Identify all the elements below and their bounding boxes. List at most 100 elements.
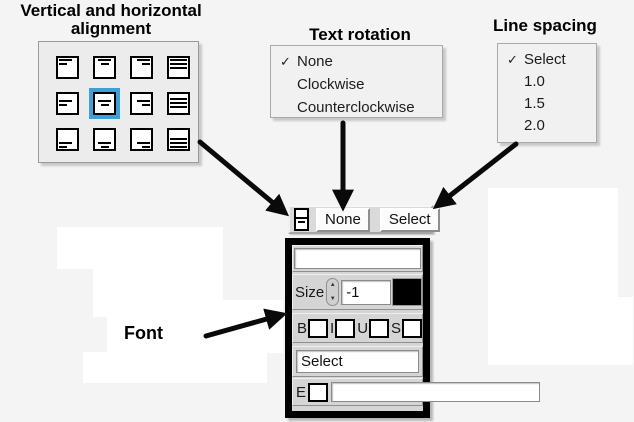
align-bar [100, 145, 109, 148]
example-input[interactable] [331, 382, 541, 402]
align-option-middle-left[interactable] [56, 91, 79, 115]
size-row: Size ▲ ▼ [292, 274, 423, 310]
align-option-bottom-center[interactable] [93, 127, 116, 151]
line-spacing-title: Line spacing [493, 16, 597, 35]
style-u-label: U [357, 319, 369, 337]
menu-item-label: Counterclockwise [297, 99, 415, 116]
spinner-up-icon[interactable]: ▲ [329, 282, 336, 288]
style-s-label: S [391, 319, 402, 337]
align-bar [100, 62, 109, 65]
align-bar [170, 58, 187, 61]
menu-item-label: 2.0 [524, 117, 545, 134]
align-option-bottom-justify[interactable] [167, 127, 190, 151]
align-bar [142, 145, 150, 148]
align-bar [98, 58, 111, 61]
background-patch [488, 297, 633, 365]
menu-item-label: Clockwise [297, 76, 365, 93]
color-swatch[interactable] [393, 279, 421, 305]
spacing-item-2-0[interactable]: 2.0 [498, 115, 596, 137]
e-checkbox[interactable] [308, 382, 329, 402]
align-cell [49, 49, 86, 85]
spinner-down-icon[interactable]: ▼ [329, 296, 336, 302]
font-select-field[interactable]: Select [296, 350, 419, 373]
align-option-top-left[interactable] [56, 55, 79, 79]
align-bar [59, 100, 72, 102]
style-s-checkbox[interactable] [402, 318, 423, 338]
spacing-item-1-5[interactable]: 1.5 [498, 93, 596, 115]
align-bar [98, 100, 111, 102]
align-bar [98, 141, 111, 144]
style-u-checkbox[interactable] [369, 318, 390, 338]
align-bar [170, 137, 187, 140]
align-cell [123, 121, 160, 157]
align-cell [49, 121, 86, 157]
background-patch [488, 188, 618, 297]
align-option-top-justify[interactable] [167, 55, 190, 79]
align-cell [160, 85, 197, 121]
menu-item-label: 1.5 [524, 95, 545, 112]
align-cell [160, 121, 197, 157]
align-bar [170, 145, 187, 148]
align-bar [137, 141, 150, 144]
align-option-top-center[interactable] [93, 55, 116, 79]
align-cell [86, 85, 123, 121]
text-input[interactable] [294, 248, 421, 269]
size-input[interactable] [341, 279, 392, 305]
align-option-bottom-left[interactable] [56, 127, 79, 151]
rotation-item-none[interactable]: ✓None [271, 51, 442, 74]
check-icon: ✓ [507, 52, 518, 67]
align-bar [170, 106, 187, 108]
align-option-middle-right[interactable] [130, 91, 153, 115]
align-bar [59, 141, 72, 144]
style-i-label: I [330, 319, 335, 337]
align-bar [137, 58, 150, 61]
align-option-bottom-right[interactable] [130, 127, 153, 151]
size-spinner[interactable]: ▲ ▼ [326, 278, 340, 306]
align-cell [160, 49, 197, 85]
align-bar [59, 104, 67, 106]
e-label: E [296, 383, 307, 401]
style-b-checkbox[interactable] [308, 318, 329, 338]
alignment-button[interactable] [294, 208, 309, 231]
spacing-item-select[interactable]: ✓ Select [498, 49, 596, 71]
font-name-row: Select [292, 346, 423, 377]
arrow-alignment [197, 139, 290, 217]
align-bar [142, 62, 150, 65]
align-bar [170, 141, 187, 144]
font-label: Font [124, 323, 163, 343]
align-cell [123, 49, 160, 85]
line-spacing-menu: ✓ Select 1.0 1.5 2.0 [497, 43, 597, 143]
align-bar [142, 104, 150, 106]
background-patch [83, 352, 267, 383]
spacing-item-1-0[interactable]: 1.0 [498, 71, 596, 93]
text-row [292, 245, 423, 272]
alignment-grid [38, 41, 199, 163]
style-i-checkbox[interactable] [335, 318, 356, 338]
spacing-dropdown-button[interactable]: Select [379, 207, 440, 232]
check-icon: ✓ [280, 54, 291, 69]
align-bar [59, 62, 67, 65]
align-bar [170, 98, 187, 100]
align-cell [49, 85, 86, 121]
rotation-dropdown-button[interactable]: None [316, 207, 370, 232]
align-option-middle-center[interactable] [93, 91, 116, 115]
align-bar [59, 58, 72, 61]
size-label: Size [295, 283, 325, 301]
align-bar [137, 100, 150, 102]
rotation-item-counterclockwise[interactable]: Counterclockwise [271, 97, 442, 120]
align-bar [170, 66, 187, 69]
menu-item-label: 1.0 [524, 73, 545, 90]
alignment-title: Vertical and horizontal alignment [20, 1, 202, 38]
align-option-top-right[interactable] [130, 55, 153, 79]
align-bar [59, 145, 67, 148]
text-rotation-title: Text rotation [309, 25, 411, 44]
menu-item-label: Select [524, 51, 566, 68]
example-row: E [292, 378, 541, 406]
background-patch [57, 227, 223, 269]
align-cell [86, 49, 123, 85]
align-bar [170, 102, 187, 104]
align-option-middle-justify[interactable] [167, 91, 190, 115]
rotation-item-clockwise[interactable]: Clockwise [271, 74, 442, 97]
